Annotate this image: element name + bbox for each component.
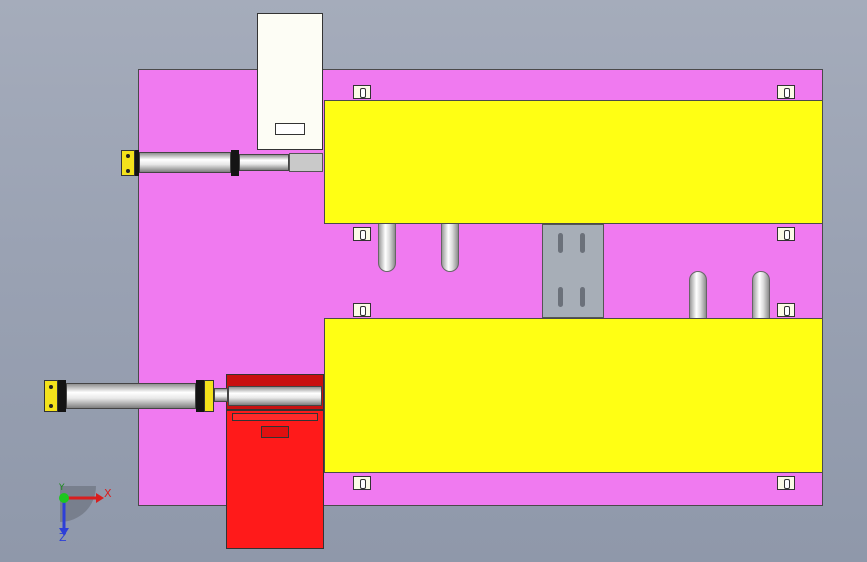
cylinder-end-cap: [204, 380, 214, 412]
cylinder-end-ring: [231, 150, 239, 176]
top-cavity-block[interactable]: [324, 100, 823, 224]
rail-slot: [558, 233, 563, 253]
bolt-icon[interactable]: [353, 85, 371, 99]
cylinder-end-ring: [135, 150, 139, 176]
motor-label-slot: [261, 426, 289, 438]
bottom-cavity-block[interactable]: [324, 318, 823, 473]
mount-dot: [49, 385, 53, 389]
cylinder-rod: [214, 388, 228, 402]
cylinder-end-ring: [58, 380, 66, 412]
bolt-icon[interactable]: [353, 303, 371, 317]
rail-slot: [580, 287, 585, 307]
cylinder-end-ring: [196, 380, 204, 412]
rail-slot: [580, 233, 585, 253]
cylinder-barrel: [139, 152, 231, 173]
rail-slot: [558, 287, 563, 307]
top-cylinder[interactable]: [121, 150, 323, 176]
mount-dot: [126, 154, 130, 158]
bolt-icon[interactable]: [777, 303, 795, 317]
cylinder-barrel: [66, 383, 196, 409]
x-axis-label: X: [104, 487, 112, 500]
cooling-pipe[interactable]: [689, 271, 707, 318]
bolt-icon[interactable]: [353, 476, 371, 490]
bolt-icon[interactable]: [777, 85, 795, 99]
coordinate-triad-icon: [59, 493, 104, 536]
cylinder-rod: [239, 154, 289, 171]
bottom-motor-housing[interactable]: [226, 410, 324, 549]
z-axis-label: Z: [59, 531, 67, 544]
slide-rail[interactable]: [542, 224, 604, 318]
motor-label-slot: [275, 123, 305, 135]
bolt-icon[interactable]: [777, 476, 795, 490]
bolt-icon[interactable]: [777, 227, 795, 241]
cylinder-guide: [289, 153, 323, 172]
top-motor-housing[interactable]: [257, 13, 323, 150]
mount-dot: [126, 169, 130, 173]
cooling-pipe[interactable]: [752, 271, 770, 318]
mount-dot: [49, 404, 53, 408]
cooling-pipe[interactable]: [441, 224, 459, 272]
cylinder-rod: [228, 386, 322, 406]
cooling-pipe[interactable]: [378, 224, 396, 272]
cylinder-end-cap: [44, 380, 58, 412]
y-axis-label: Y: [59, 483, 65, 493]
coordinate-triad: X Y Z: [44, 478, 124, 544]
cylinder-end-cap: [121, 150, 135, 176]
motor-front-face: [232, 413, 318, 421]
bolt-icon[interactable]: [353, 227, 371, 241]
bottom-cylinder[interactable]: [44, 374, 324, 412]
